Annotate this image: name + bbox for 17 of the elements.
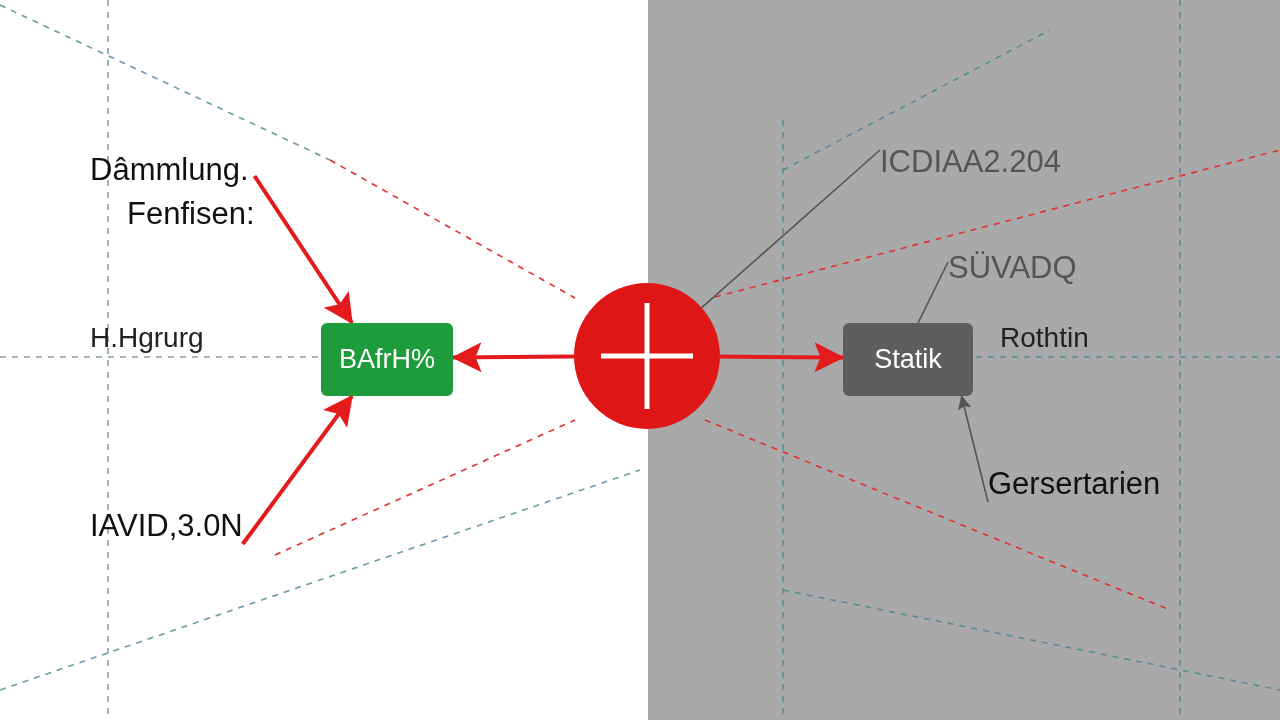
callout-text: IAVID,3.0N [90,508,243,544]
callout-text: Fenfisen: [127,196,255,232]
part-label: H.Hgrurg [90,322,204,354]
arrow [720,342,845,373]
process-box: BAfrH% [321,323,453,396]
callout-text: ICDIAA2.204 [880,144,1061,180]
part-label: Rothtin [1000,322,1089,354]
callout-text: SÜVADQ [948,250,1077,286]
callout-text: Dâmmlung. [90,152,250,188]
callout-text: Gersertarien [988,466,1161,502]
arrow [451,342,574,373]
leader-line [700,149,881,309]
arrow [252,174,354,325]
leader-line [917,261,949,324]
arrow [241,394,354,546]
process-box: Statik [843,323,973,396]
arrow [957,395,989,503]
